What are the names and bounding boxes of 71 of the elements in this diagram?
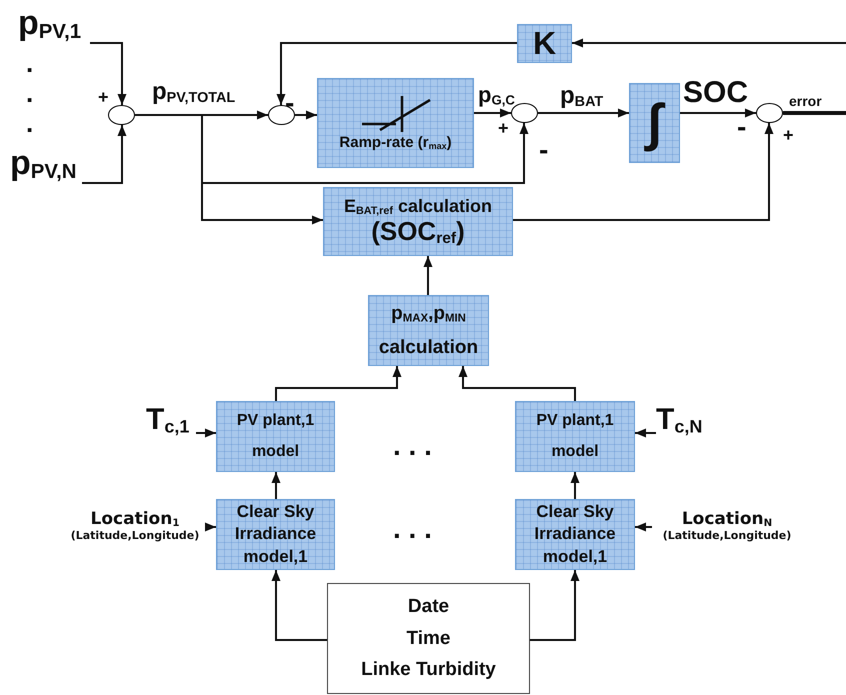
signal-label: (Latitude,Longitude) bbox=[662, 530, 792, 542]
summing-junction bbox=[268, 105, 295, 125]
process-block bbox=[517, 24, 572, 63]
arrow bbox=[424, 256, 432, 295]
sign-label: + bbox=[783, 126, 794, 144]
arrow bbox=[272, 472, 280, 499]
block-label: K bbox=[532, 25, 556, 62]
signal-label: T$_{c,N}$ bbox=[656, 404, 706, 440]
sign-label: + bbox=[498, 119, 509, 137]
arrow bbox=[135, 114, 323, 224]
signal-label: p$_{PV,1}$ bbox=[18, 6, 90, 43]
block-label: Date bbox=[408, 595, 450, 620]
edge-label: error bbox=[789, 94, 822, 108]
sign-label: . . . bbox=[393, 515, 432, 543]
arrow bbox=[474, 108, 511, 118]
block-label: PV plant,1 model bbox=[535, 411, 615, 462]
sign-label: + bbox=[98, 88, 109, 106]
process-block bbox=[216, 499, 335, 570]
edge-label: p$_{G,C}$ bbox=[478, 84, 515, 106]
sign-label: . . . bbox=[393, 432, 432, 460]
arrow bbox=[570, 472, 580, 499]
arrow bbox=[205, 522, 216, 532]
process-block bbox=[323, 187, 513, 256]
process-block bbox=[515, 401, 635, 472]
signal-label: T$_{c,1}$ bbox=[146, 404, 196, 440]
arrow bbox=[272, 570, 327, 641]
sign-label: . bbox=[26, 110, 34, 136]
block-label: Linke Turbidity bbox=[361, 658, 496, 682]
sign-label: - bbox=[737, 113, 746, 141]
arrow bbox=[572, 38, 846, 48]
arrow bbox=[680, 108, 756, 118]
summing-junction bbox=[108, 105, 135, 125]
edge-label: SOC bbox=[683, 78, 748, 108]
block-label: Clear Sky Irradiance model,1 bbox=[533, 501, 617, 568]
arrow bbox=[275, 366, 402, 401]
arrow bbox=[196, 428, 216, 438]
signal-label: (Latitude,Longitude) bbox=[70, 530, 200, 542]
arrow bbox=[295, 110, 317, 120]
block-label: (SOC$_{ref}$) bbox=[371, 216, 465, 247]
block-label: E$_{BAT,ref}$ calculation bbox=[344, 196, 492, 217]
signal-line bbox=[783, 111, 846, 115]
arrow bbox=[635, 522, 652, 532]
edge-label: p$_{BAT}$ bbox=[560, 84, 604, 108]
block-label: Clear Sky Irradiance model,1 bbox=[234, 501, 318, 568]
sign-label: - bbox=[539, 136, 548, 164]
arrow bbox=[82, 125, 126, 184]
arrow bbox=[538, 108, 629, 118]
block-label: Time bbox=[406, 626, 450, 651]
input-box bbox=[327, 583, 530, 694]
arrow bbox=[513, 123, 774, 221]
process-block bbox=[368, 295, 489, 366]
block-label: p$_{MAX}$,p$_{MIN}$ calculation bbox=[378, 302, 480, 360]
signal-label: Location$_{1}$ bbox=[90, 510, 180, 530]
arrow bbox=[276, 42, 517, 105]
arrow bbox=[635, 428, 656, 438]
signal-label: Location$_{N}$ bbox=[682, 510, 772, 530]
arrow bbox=[90, 42, 126, 105]
process-block bbox=[629, 83, 680, 163]
arrow bbox=[530, 570, 580, 641]
process-block bbox=[317, 78, 474, 168]
signal-label: p$_{PV,N}$ bbox=[10, 146, 82, 183]
arrow bbox=[458, 366, 576, 401]
sign-label: - bbox=[285, 89, 294, 117]
summing-junction bbox=[756, 103, 783, 123]
block-label: PV plant,1 model bbox=[236, 411, 316, 462]
edge-label: p$_{PV,TOTAL}$ bbox=[152, 80, 236, 104]
process-block bbox=[216, 401, 335, 472]
sign-label: . bbox=[26, 50, 34, 76]
sign-label: . bbox=[26, 80, 34, 106]
block-label: Ramp-rate (r$_{max}$) bbox=[339, 134, 452, 152]
process-block bbox=[515, 499, 635, 570]
